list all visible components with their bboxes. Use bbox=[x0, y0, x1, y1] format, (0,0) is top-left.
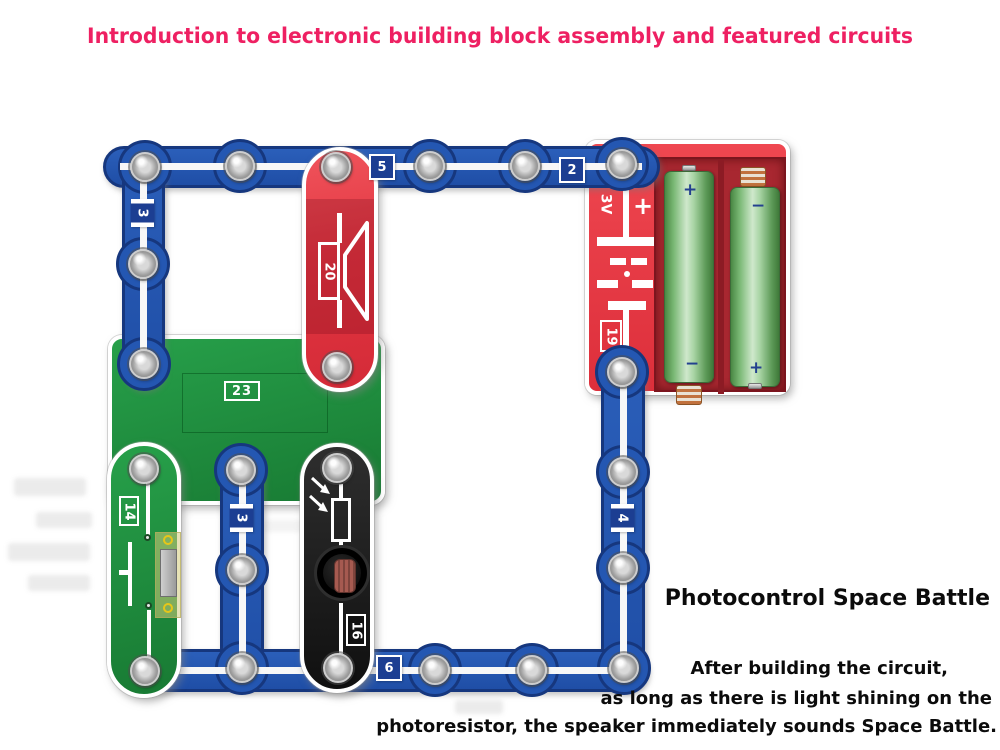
snap-post bbox=[225, 151, 255, 181]
photoresistor-window bbox=[314, 545, 370, 601]
switch-icon bbox=[119, 570, 129, 575]
snap-post bbox=[322, 352, 352, 382]
switch-icon bbox=[128, 542, 132, 606]
speaker-icon bbox=[337, 300, 342, 328]
speaker-label: 20 bbox=[318, 242, 340, 300]
battery-symbol-icon bbox=[624, 271, 630, 277]
battery-plus-mark: + bbox=[633, 192, 654, 220]
page-title: Introduction to electronic building bloc… bbox=[87, 24, 913, 48]
battery-cell-polarity: − bbox=[685, 354, 700, 374]
photoresistor-element bbox=[334, 559, 356, 593]
snap-post bbox=[129, 349, 159, 379]
snap-post bbox=[609, 653, 639, 683]
photoresistor-block: 16 bbox=[300, 443, 374, 693]
battery-spring bbox=[676, 385, 702, 405]
battery-compartment: + − − + bbox=[654, 157, 786, 405]
battery-symbol-icon bbox=[597, 237, 656, 246]
battery-holder-block: 3V + 19 + − − + bbox=[585, 140, 790, 405]
speaker-icon bbox=[337, 213, 342, 243]
wire-label-4: 4 bbox=[610, 504, 635, 532]
scan-bleed-artifact bbox=[36, 512, 92, 528]
caption-line: After building the circuit, bbox=[690, 658, 948, 679]
wire-label-3-left: 3 bbox=[130, 199, 155, 227]
battery-symbol-icon bbox=[597, 280, 618, 288]
snap-post bbox=[322, 453, 352, 483]
slide-switch-block: 14 bbox=[107, 442, 181, 698]
snap-post bbox=[415, 151, 445, 181]
switch-trace bbox=[146, 476, 150, 536]
light-arrows-icon bbox=[309, 476, 330, 512]
scan-bleed-artifact bbox=[8, 543, 90, 561]
scan-bleed-artifact bbox=[14, 478, 86, 496]
wire-label-3-middle: 3 bbox=[229, 504, 254, 532]
battery-symbol-icon bbox=[631, 258, 647, 265]
photoresistor-trace bbox=[339, 603, 343, 675]
photoresistor-label: 16 bbox=[346, 614, 366, 646]
photoresistor-trace bbox=[339, 484, 343, 500]
battery-voltage-label: 3V bbox=[597, 193, 614, 215]
snap-post bbox=[321, 152, 351, 182]
wire-label-2: 2 bbox=[559, 157, 585, 183]
scan-bleed-artifact bbox=[262, 520, 302, 532]
switch-screw-ring bbox=[163, 535, 173, 545]
snap-post bbox=[323, 653, 353, 683]
project-title: Photocontrol Space Battle bbox=[664, 586, 990, 611]
snap-post bbox=[130, 152, 160, 182]
switch-knob bbox=[160, 549, 177, 597]
snap-post bbox=[517, 655, 547, 685]
caption-line: as long as there is light shining on the bbox=[600, 688, 992, 709]
switch-pin bbox=[144, 534, 151, 541]
battery-symbol-icon bbox=[608, 301, 646, 310]
wire-label-6: 6 bbox=[376, 655, 402, 681]
battery-terminal-nub bbox=[748, 383, 762, 389]
compartment-divider bbox=[718, 159, 724, 394]
slide-switch-actuator bbox=[155, 532, 181, 618]
battery-cell-polarity: + bbox=[683, 180, 698, 200]
snap-post bbox=[226, 455, 256, 485]
switch-screw-ring bbox=[163, 603, 173, 613]
snap-post bbox=[130, 656, 160, 686]
snap-post bbox=[608, 457, 638, 487]
battery-cell-right: − + bbox=[730, 187, 780, 387]
scan-bleed-artifact bbox=[455, 700, 503, 714]
snap-post bbox=[129, 454, 159, 484]
battery-spring bbox=[740, 167, 766, 187]
battery-symbol-icon bbox=[610, 258, 626, 265]
wire-label-5: 5 bbox=[369, 154, 395, 180]
battery-terminal-nub bbox=[682, 165, 696, 171]
battery-symbol-icon bbox=[623, 180, 629, 238]
grid-mold-line bbox=[182, 373, 328, 433]
scan-bleed-artifact bbox=[28, 575, 90, 591]
battery-cell-polarity: − bbox=[751, 196, 766, 216]
snap-post bbox=[227, 653, 257, 683]
battery-symbol-icon bbox=[623, 310, 629, 372]
snap-post bbox=[607, 149, 637, 179]
switch-pin bbox=[145, 602, 152, 609]
snap-post bbox=[608, 553, 638, 583]
snap-post bbox=[420, 655, 450, 685]
speaker-block: 20 bbox=[302, 147, 378, 392]
snap-post bbox=[607, 357, 637, 387]
battery-symbol-icon bbox=[632, 280, 653, 288]
base-grid-label: 23 bbox=[224, 381, 260, 401]
switch-trace bbox=[147, 610, 151, 672]
caption-line: photoresistor, the speaker immediately s… bbox=[376, 716, 997, 737]
battery-cell-polarity: + bbox=[749, 358, 764, 378]
snap-post bbox=[128, 249, 158, 279]
photoresistor-icon bbox=[331, 498, 351, 542]
speaker-horn-icon bbox=[343, 221, 369, 321]
slide-switch-label: 14 bbox=[119, 496, 139, 526]
snap-post bbox=[510, 151, 540, 181]
battery-cell-left: + − bbox=[664, 171, 714, 383]
snap-post bbox=[227, 555, 257, 585]
